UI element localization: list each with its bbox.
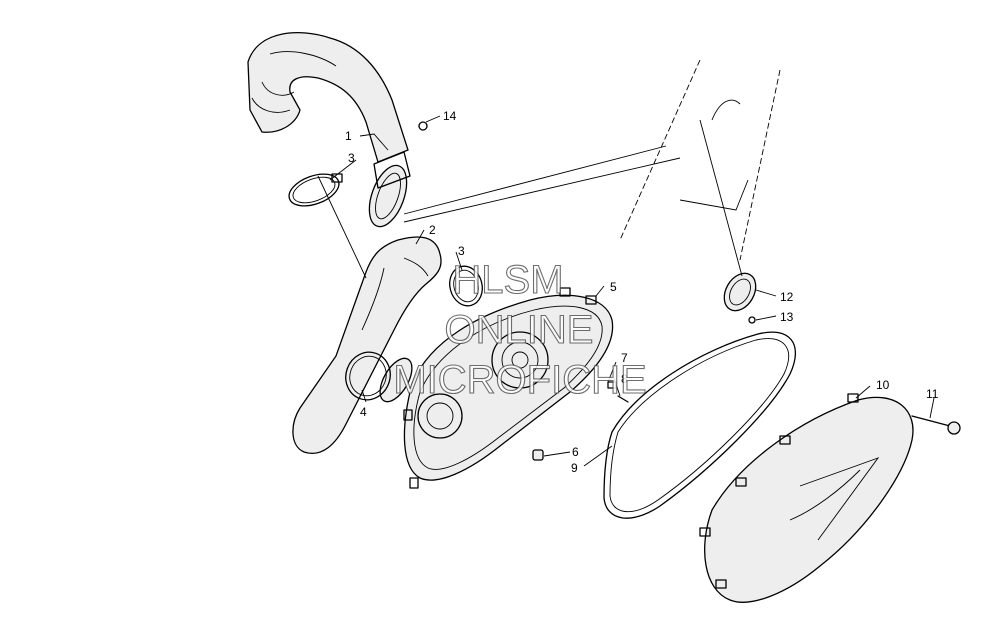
outer-clutch-cover bbox=[699, 393, 914, 603]
callout-9: 9 bbox=[571, 461, 578, 475]
callout-12: 12 bbox=[780, 290, 794, 304]
callout-2: 2 bbox=[429, 223, 436, 237]
intake-duct-lower bbox=[292, 236, 442, 454]
intake-boot-12 bbox=[723, 272, 757, 312]
callout-10: 10 bbox=[876, 378, 890, 392]
nut-14 bbox=[418, 121, 428, 131]
callout-3-upper: 3 bbox=[348, 151, 355, 165]
drive-belt bbox=[603, 331, 796, 519]
callout-13: 13 bbox=[780, 310, 794, 324]
watermark-line-1: HLSM bbox=[452, 258, 563, 302]
callout-4: 4 bbox=[360, 405, 367, 419]
callout-8: 8 bbox=[621, 372, 628, 386]
bolt-11 bbox=[911, 415, 961, 435]
plug-6 bbox=[532, 449, 544, 461]
assembly-lines bbox=[317, 119, 743, 279]
screw-13 bbox=[748, 316, 756, 324]
callout-1: 1 bbox=[345, 129, 352, 143]
callout-11: 11 bbox=[926, 387, 939, 401]
callout-3-lower: 3 bbox=[458, 244, 465, 258]
inner-clutch-cover bbox=[403, 287, 614, 489]
seal-ring bbox=[345, 351, 391, 401]
leader-lines bbox=[329, 115, 935, 467]
intake-duct-upper bbox=[247, 32, 411, 228]
frame-section bbox=[619, 59, 781, 261]
watermark-line-2: ONLINE bbox=[445, 308, 594, 352]
watermark: HLSM ONLINE MICROFICHE bbox=[393, 257, 647, 402]
callout-labels: 1 2 3 3 4 5 6 7 8 9 10 11 12 13 14 bbox=[345, 109, 939, 475]
callout-6: 6 bbox=[572, 445, 579, 459]
callout-7: 7 bbox=[621, 351, 628, 365]
hose-clamp-upper bbox=[288, 173, 343, 207]
callout-14: 14 bbox=[443, 109, 457, 123]
watermark-line-3: MICROFICHE bbox=[393, 358, 646, 402]
callout-5: 5 bbox=[610, 280, 617, 294]
